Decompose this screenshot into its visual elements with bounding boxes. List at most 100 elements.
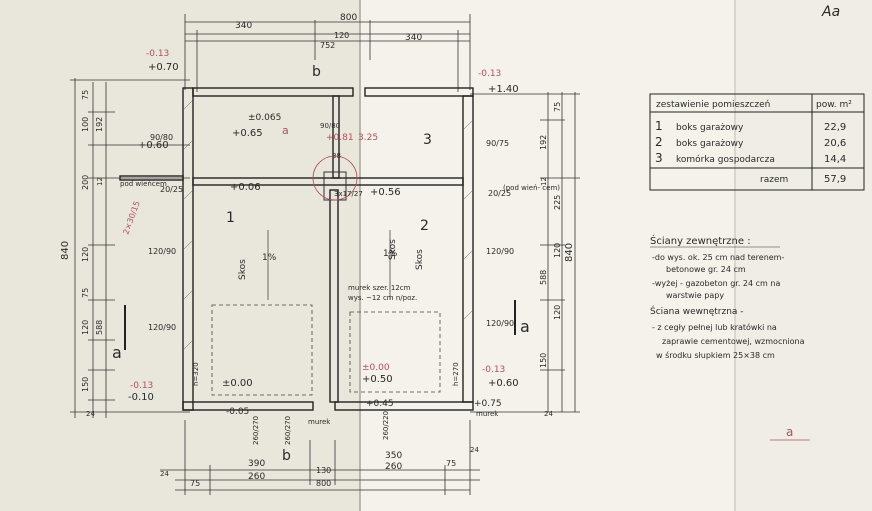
dim-left-v8: 120 (81, 320, 90, 335)
level-060b: +0.60 (488, 378, 519, 389)
level-000: ±0.00 (222, 378, 253, 389)
dim-bottom-d: 260 (385, 462, 402, 472)
schedule-total-label: razem (760, 175, 788, 185)
red-level-000: ±0.00 (362, 363, 390, 373)
level-140: +1.40 (488, 84, 519, 95)
level-0065: ±0.065 (248, 113, 281, 123)
right-dimensions (470, 92, 580, 413)
notes-ext-title: Ściany zewnętrzne : (650, 234, 751, 247)
schedule-header-area: pow. m² (816, 100, 852, 110)
schedule-row-2-area: 20,6 (824, 138, 846, 149)
dim-top-left: 340 (235, 21, 252, 31)
dim-left-v11: 24 (86, 410, 95, 418)
dim-bottom-c: 260 (248, 472, 265, 482)
notes-int-line-3: w środku słupkiem 25×38 cm (656, 350, 775, 360)
frac-left-2: 20/25 (160, 185, 183, 194)
notes-int-title: Ściana wewnętrzna - (650, 305, 744, 317)
schedule-total-value: 57,9 (824, 174, 846, 185)
murek-note-2: wys. ~12 cm n/poz. (348, 294, 417, 302)
frac-left-4: 120/90 (148, 323, 176, 332)
dim-bottom-e: 130 (316, 466, 331, 475)
frac-right-4: 120/90 (486, 319, 514, 328)
dim-left-v10: 150 (81, 377, 90, 392)
pct-label-2: 1% (383, 249, 398, 259)
red-level-013d: -0.13 (482, 365, 505, 375)
dim-left-v6: 120 (81, 247, 90, 262)
red-325: 3.25 (358, 133, 378, 143)
left-dimensions (70, 78, 190, 418)
dim-bottom-i: 24 (470, 446, 479, 454)
red-a-bottom: a (786, 425, 793, 439)
murek-note-1: murek szer. 12cm (348, 284, 411, 292)
level-075: +0.75 (474, 399, 502, 409)
section-a-right: a (520, 317, 530, 336)
dim-right-v2: 192 (539, 135, 548, 150)
frac-left-1: 90/80 (150, 133, 173, 142)
murek-a-label: murek (308, 418, 331, 426)
dim-bottom-f: 75 (190, 479, 200, 488)
walls (119, 87, 474, 411)
section-b-bottom: b (282, 448, 291, 464)
dim-top-total: 800 (340, 13, 357, 23)
schedule-row-3-no: 3 (655, 151, 663, 165)
dim-left-v7: 75 (81, 288, 90, 298)
schedule-row-1-name: boks garażowy (676, 123, 744, 133)
frac-left-3: 120/90 (148, 247, 176, 256)
pod-wiencem-left: pod wieńcem (120, 180, 167, 188)
dim-left-v9: 588 (95, 320, 104, 335)
level-060a: +0.60 (138, 140, 169, 151)
notes-int-line-1: - z cegły pełnej lub kratówki na (652, 322, 777, 332)
top-dimensions (184, 14, 471, 92)
dim-bottom-total: 800 (316, 479, 331, 488)
dim-bottom-h: 24 (160, 470, 169, 478)
dim-right-v6: 588 (539, 270, 548, 285)
frac-bottom-2: 260/220 (382, 411, 390, 440)
dim-right-v1: 75 (553, 102, 562, 112)
frac-right-1: 90/75 (486, 139, 509, 148)
red-level-013b: -0.13 (478, 69, 501, 79)
dim-right-v9: 24 (544, 410, 553, 418)
height-left: h=320 (192, 362, 200, 386)
notes-ext-line-3: -wyżej - gazobeton gr. 24 cm na (652, 279, 780, 288)
dim-left-v3: 192 (95, 117, 104, 132)
dim-right-v7: 120 (553, 305, 562, 320)
red-level-013a: -0.13 (146, 49, 169, 59)
dim-left-v1: 75 (81, 90, 90, 100)
level-005: -0.05 (226, 407, 249, 417)
dim-top-right: 340 (405, 33, 422, 43)
bottom-dimensions (160, 420, 480, 495)
frac-bottom-3: 260/270 (284, 416, 292, 445)
dim-right-total: 840 (564, 243, 575, 262)
room-1-number: 1 (226, 210, 235, 226)
left-page (0, 0, 360, 511)
schedule-row-1-no: 1 (655, 119, 663, 133)
level-065: +0.65 (232, 128, 263, 139)
level-070: +0.70 (148, 62, 179, 73)
dim-left-v5: 12 (96, 177, 104, 186)
notes-ext-line-2: betonowe gr. 24 cm (666, 265, 746, 274)
garage-doors (211, 304, 441, 396)
schedule-row-3-name: komórka gospodarcza (676, 154, 775, 165)
red-level-013c: -0.13 (130, 381, 153, 391)
frac-top: 90/80 (320, 122, 340, 130)
room-3-number: 3 (423, 132, 432, 148)
schedule-row-2-no: 2 (655, 135, 663, 149)
skos-label-1: Skos (238, 259, 248, 280)
skos-label-3: Skos (415, 249, 425, 270)
frac-right-2: 20/25 (488, 189, 511, 198)
frac-bottom-1: 260/270 (252, 416, 260, 445)
corner-mark: Aa (821, 4, 840, 20)
dim-right-v5: 120 (553, 243, 562, 258)
middle-page (360, 0, 735, 511)
schedule-row-1-area: 22,9 (824, 122, 846, 133)
section-a-left: a (112, 343, 122, 362)
room-2-number: 2 (420, 218, 429, 234)
dim-right-v4: 12 (540, 177, 548, 186)
red-level-081: +0.81 (326, 133, 354, 143)
dim-left-v4: 200 (81, 175, 90, 190)
schedule-header-name: zestawienie pomieszczeń (656, 100, 770, 110)
schedule-row-3-area: 14,4 (824, 154, 846, 165)
level-056: +0.56 (370, 187, 401, 198)
height-right: h=270 (452, 362, 460, 386)
right-page (735, 0, 872, 511)
